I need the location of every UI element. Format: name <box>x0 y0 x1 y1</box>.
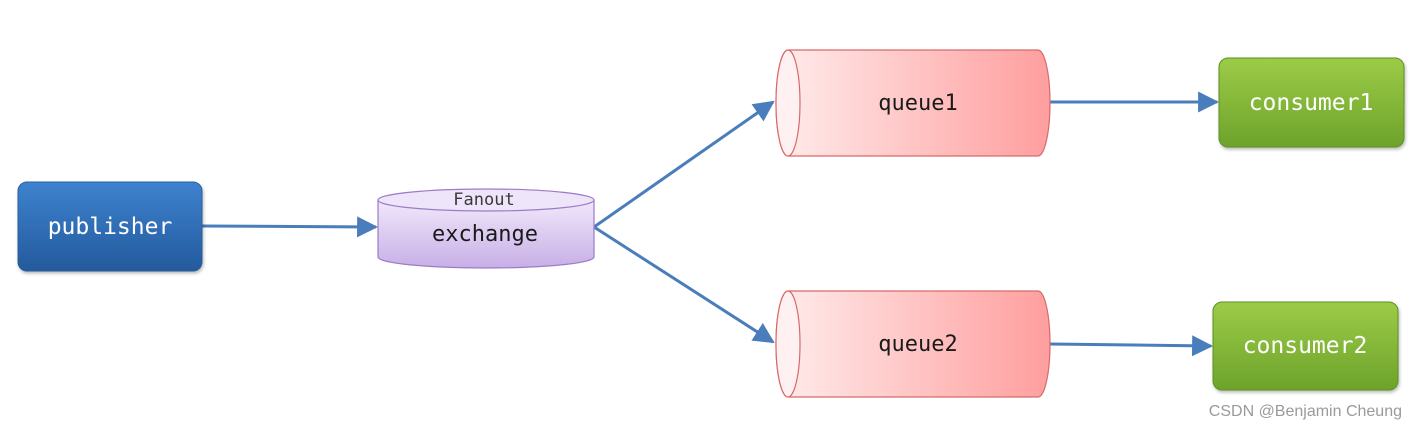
publisher-node: publisher <box>17 181 203 272</box>
edge-queue2-consumer2 <box>1049 335 1214 357</box>
queue1-label: queue1 <box>878 91 957 116</box>
queue2-node: queue2 <box>775 290 1051 398</box>
edge-publisher-exchange <box>201 216 379 238</box>
edge-exchange-queue1 <box>593 100 775 229</box>
edge-exchange-queue2 <box>593 225 775 344</box>
publisher-label: publisher <box>48 214 173 240</box>
queue2-label: queue2 <box>878 332 957 357</box>
consumer2-label: consumer2 <box>1243 333 1368 359</box>
queue1-node: queue1 <box>775 49 1051 157</box>
consumer1-node: consumer1 <box>1218 57 1405 148</box>
consumer2-node: consumer2 <box>1212 301 1399 391</box>
exchange-type-label: Fanout <box>453 190 514 210</box>
edges <box>201 91 1220 357</box>
exchange-node: Fanout exchange <box>377 188 595 269</box>
consumer1-label: consumer1 <box>1249 90 1374 116</box>
exchange-label: exchange <box>432 222 538 247</box>
watermark-text: CSDN @Benjamin Cheung <box>1208 403 1402 420</box>
